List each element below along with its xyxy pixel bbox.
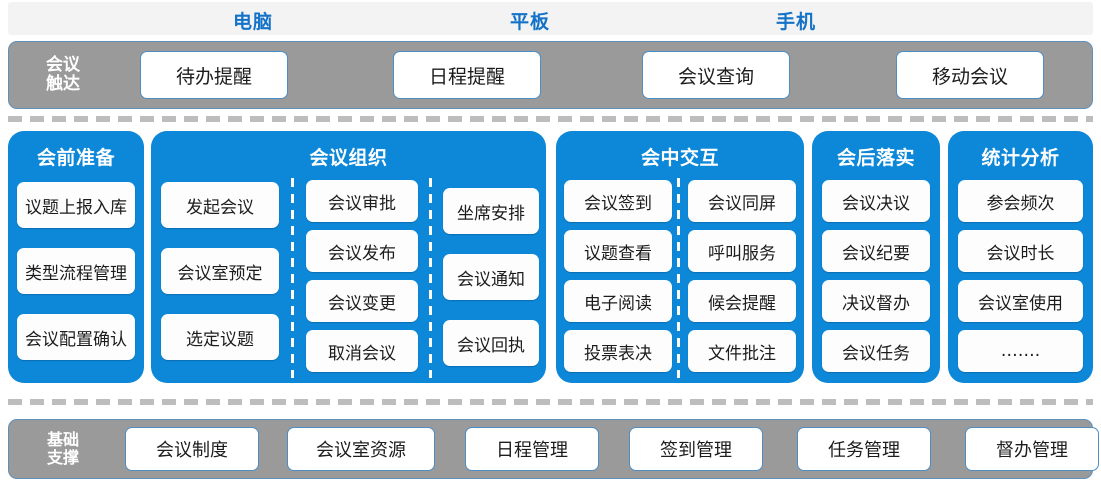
divider-bottom-dashed [8,399,1093,405]
base-support-row-title: 基础 支撑 [11,431,115,467]
panel-meeting-organization: 会议组织 发起会议 会议室预定 选定议题 会议审批 会议发布 会议变更 取消会议… [151,131,546,383]
divider-during-col1-col2 [677,178,680,378]
base-item-supervision-mgmt[interactable]: 督办管理 [965,427,1099,471]
panel-meeting-organization-body: 发起会议 会议室预定 选定议题 会议审批 会议发布 会议变更 取消会议 坐席安排… [151,178,546,383]
cell-meeting-config-confirm[interactable]: 会议配置确认 [17,314,135,360]
cell-meeting-task[interactable]: 会议任务 [822,330,930,372]
cell-screen-share[interactable]: 会议同屏 [688,180,796,222]
base-item-schedule-mgmt[interactable]: 日程管理 [465,427,599,471]
cell-room-booking[interactable]: 会议室预定 [161,248,279,294]
cell-meeting-change[interactable]: 会议变更 [306,280,418,322]
base-support-title-line2: 支撑 [46,448,79,467]
cell-meeting-notice[interactable]: 会议通知 [443,254,539,300]
cell-document-annotation[interactable]: 文件批注 [688,330,796,372]
cell-resolution-supervision[interactable]: 决议督办 [822,280,930,322]
cell-call-service[interactable]: 呼叫服务 [688,230,796,272]
reach-item-schedule-reminder[interactable]: 日程提醒 [393,51,541,99]
divider-top-dashed [8,116,1093,122]
cell-meeting-publish[interactable]: 会议发布 [306,230,418,272]
cell-room-utilization[interactable]: 会议室使用 [958,280,1083,322]
cell-select-topic[interactable]: 选定议题 [161,314,279,360]
cell-seating-arrangement[interactable]: 坐席安排 [443,188,539,234]
base-item-task-mgmt[interactable]: 任务管理 [797,427,931,471]
panel-statistics-analysis-title: 统计分析 [981,147,1060,169]
cell-waiting-reminder[interactable]: 候会提醒 [688,280,796,322]
panel-post-meeting-body: 会议决议 会议纪要 决议督办 会议任务 [812,178,940,383]
panel-pre-meeting: 会前准备 议题上报入库 类型流程管理 会议配置确认 [8,131,144,383]
cell-more-ellipsis[interactable]: ……. [958,330,1083,372]
panel-meeting-organization-title: 会议组织 [309,147,388,169]
cell-meeting-minutes[interactable]: 会议纪要 [822,230,930,272]
cell-meeting-duration[interactable]: 会议时长 [958,230,1083,272]
device-label-phone: 手机 [776,11,817,33]
cell-meeting-checkin[interactable]: 会议签到 [564,180,672,222]
cell-meeting-approval[interactable]: 会议审批 [306,180,418,222]
reach-item-todo-reminder[interactable]: 待办提醒 [140,51,288,99]
cell-attendance-frequency[interactable]: 参会频次 [958,180,1083,222]
base-item-meeting-policy[interactable]: 会议制度 [125,427,259,471]
panel-pre-meeting-body: 议题上报入库 类型流程管理 会议配置确认 [8,178,144,383]
device-channel-strip: 电脑 平板 手机 [8,2,1093,35]
cell-meeting-resolution[interactable]: 会议决议 [822,180,930,222]
cell-initiate-meeting[interactable]: 发起会议 [161,182,279,228]
panel-in-meeting-interaction: 会中交互 会议签到 议题查看 电子阅读 投票表决 会议同屏 呼叫服务 候会提醒 … [556,131,804,383]
meeting-reach-row: 会议 触达 待办提醒 日程提醒 会议查询 移动会议 [8,41,1093,109]
base-support-row: 基础 支撑 会议制度 会议室资源 日程管理 签到管理 任务管理 督办管理 [8,419,1099,479]
meeting-reach-title-line1: 会议 [46,54,80,75]
device-label-pc: 电脑 [233,11,274,33]
cell-meeting-receipt[interactable]: 会议回执 [443,320,539,366]
cell-vote-resolution[interactable]: 投票表决 [564,330,672,372]
meeting-reach-items: 待办提醒 日程提醒 会议查询 移动会议 [115,42,1092,108]
reach-item-meeting-query[interactable]: 会议查询 [642,51,790,99]
device-label-tablet: 平板 [510,11,551,33]
cell-type-process-mgmt[interactable]: 类型流程管理 [17,248,135,294]
panel-post-meeting-title: 会后落实 [836,147,915,169]
panel-post-meeting: 会后落实 会议决议 会议纪要 决议督办 会议任务 [812,131,940,383]
base-item-checkin-mgmt[interactable]: 签到管理 [629,427,763,471]
base-support-items: 会议制度 会议室资源 日程管理 签到管理 任务管理 督办管理 [115,420,1099,478]
panel-in-meeting-interaction-title: 会中交互 [640,147,719,169]
cell-cancel-meeting[interactable]: 取消会议 [306,330,418,372]
panel-statistics-analysis: 统计分析 参会频次 会议时长 会议室使用 ……. [948,131,1093,383]
base-support-title-line1: 基础 [46,430,79,450]
divider-org-col2-col3 [429,178,432,378]
cell-topic-submission[interactable]: 议题上报入库 [17,182,135,228]
cell-view-topic[interactable]: 议题查看 [564,230,672,272]
base-item-room-resources[interactable]: 会议室资源 [287,427,435,471]
meeting-reach-row-title: 会议 触达 [11,54,115,94]
lifecycle-panel-row: 会前准备 议题上报入库 类型流程管理 会议配置确认 会议组织 发起会议 会议室预… [0,131,1101,383]
panel-in-meeting-interaction-body: 会议签到 议题查看 电子阅读 投票表决 会议同屏 呼叫服务 候会提醒 文件批注 [556,178,804,383]
reach-item-mobile-meeting[interactable]: 移动会议 [896,51,1044,99]
panel-pre-meeting-title: 会前准备 [36,147,115,169]
cell-electronic-reading[interactable]: 电子阅读 [564,280,672,322]
meeting-reach-title-line2: 触达 [46,74,80,94]
panel-statistics-analysis-body: 参会频次 会议时长 会议室使用 ……. [948,178,1093,383]
divider-org-col1-col2 [291,178,294,378]
